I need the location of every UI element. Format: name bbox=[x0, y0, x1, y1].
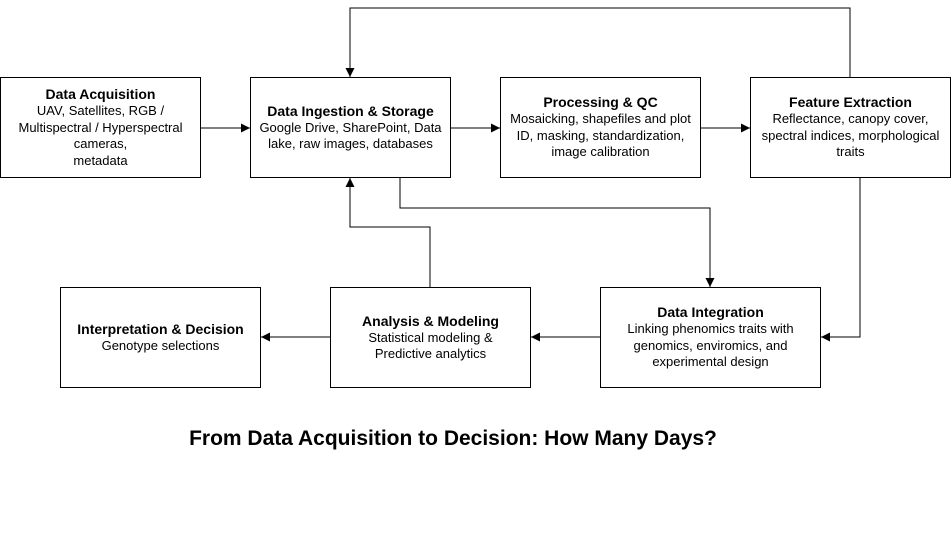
node-body: Google Drive, SharePoint, Data lake, raw… bbox=[259, 119, 442, 152]
node-title: Data Acquisition bbox=[45, 86, 156, 102]
node-title: Interpretation & Decision bbox=[77, 320, 244, 337]
node-body: Mosaicking, shapefiles and plot ID, mask… bbox=[510, 111, 691, 160]
node-data-integration: Data Integration Linking phenomics trait… bbox=[600, 287, 821, 388]
node-interpretation-decision: Interpretation & Decision Genotype selec… bbox=[60, 287, 261, 388]
node-body: Reflectance, canopy cover, spectral indi… bbox=[761, 111, 940, 160]
node-body: Statistical modeling & Predictive analyt… bbox=[368, 329, 493, 362]
arrow-analysis-to-ingestion bbox=[345, 178, 431, 287]
node-body: Genotype selections bbox=[101, 337, 220, 353]
node-title: Analysis & Modeling bbox=[362, 312, 499, 329]
node-processing-qc: Processing & QC Mosaicking, shapefiles a… bbox=[500, 77, 701, 178]
node-data-acquisition: Data Acquisition UAV, Satellites, RGB / … bbox=[0, 77, 201, 178]
diagram-caption: From Data Acquisition to Decision: How M… bbox=[189, 427, 717, 450]
node-analysis-modeling: Analysis & Modeling Statistical modeling… bbox=[330, 287, 531, 388]
node-data-ingestion-storage: Data Ingestion & Storage Google Drive, S… bbox=[250, 77, 451, 178]
node-title: Feature Extraction bbox=[789, 94, 912, 111]
node-title: Processing & QC bbox=[543, 94, 658, 111]
node-body: UAV, Satellites, RGB / Multispectral / H… bbox=[18, 103, 183, 168]
node-feature-extraction: Feature Extraction Reflectance, canopy c… bbox=[750, 77, 951, 178]
node-title: Data Integration bbox=[657, 304, 764, 321]
node-title: Data Ingestion & Storage bbox=[267, 102, 434, 119]
arrow-feature-to-integration bbox=[821, 178, 861, 342]
arrow-ingestion-to-integration bbox=[399, 178, 715, 287]
node-body: Linking phenomics traits with genomics, … bbox=[627, 321, 794, 370]
arrow-feature-loop-to-ingestion bbox=[345, 7, 851, 77]
